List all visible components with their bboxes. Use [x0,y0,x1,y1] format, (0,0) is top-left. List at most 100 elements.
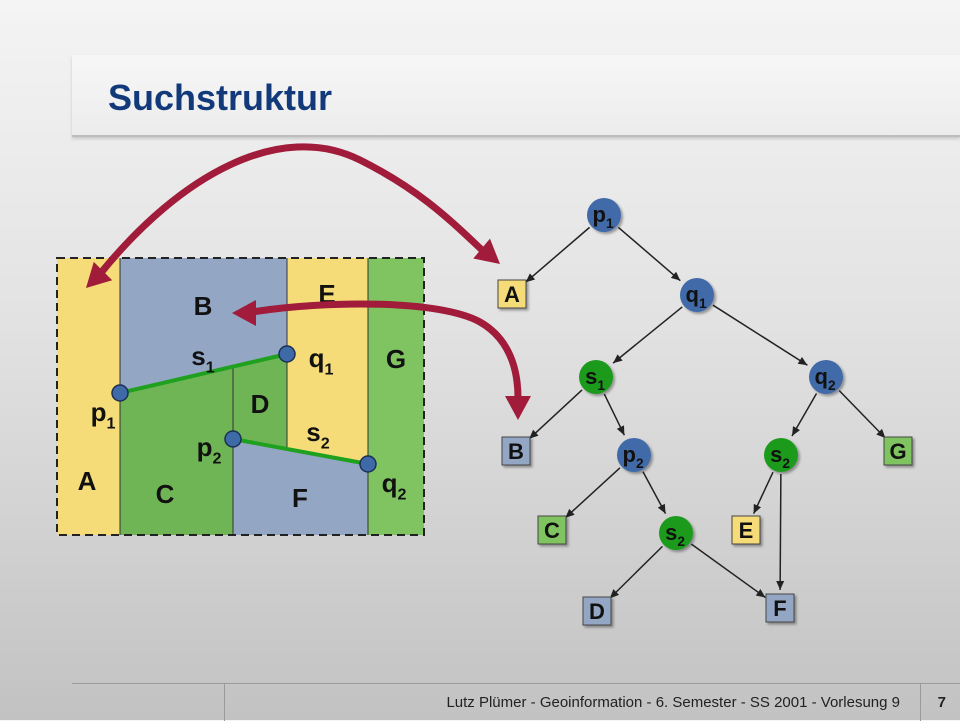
tree-leaf-box [501,436,531,466]
region-label-f: F [292,483,308,513]
region-label-c: C [156,479,175,509]
footer-divider [224,684,225,721]
tree-edge [838,390,886,439]
region-label-d: D [251,389,270,419]
footer-credits: Lutz Plümer - Geoinformation - 6. Semest… [446,694,900,711]
region-d [233,354,287,449]
tree-edge-arrowhead [616,425,625,436]
tree-node-s2-segment: s2 [764,438,798,472]
tree-node-label: p1 [592,202,613,231]
region-e [287,258,368,464]
region-b [120,258,287,393]
footer-divider [920,684,921,721]
endpoint-p1 [111,384,129,402]
tree-edge-arrowhead [755,588,766,598]
tree-node-p2-point: p2 [617,438,651,472]
search-tree: p1 q1 s1 q2 p2 s2 s2 A B G C E D F [497,198,913,626]
correspondence-arrows [86,143,531,420]
arrow-region-b-to-leaf-b [248,300,522,402]
tree-node-circle [579,360,613,394]
tree-edge-arrowhead [657,503,666,514]
tree-leaf-box [883,436,913,466]
endpoint-label-q2: q2 [382,468,407,503]
tree-node-label: p2 [622,442,643,471]
tree-edge [617,226,681,282]
tree-leaf-box [497,279,527,309]
endpoint-q1 [278,345,296,363]
tree-edge [528,389,583,440]
tree-node-label: s2 [770,442,790,471]
tree-leaf-label: C [544,518,560,543]
page-title: Suchstruktur [108,77,333,118]
page-number: 7 [937,694,946,711]
tree-edge-arrowhead [876,428,886,439]
tree-leaf-label: B [508,439,524,464]
tree-node-s2-segment: s2 [659,516,693,550]
endpoint-p2 [224,430,242,448]
tree-leaf-box [731,515,761,545]
tree-edge-arrowhead [529,429,539,439]
arrow-region-a-to-leaf-a [96,143,486,278]
arrow-head [505,396,531,420]
tree-leaf-box [765,593,795,623]
tree-leaf-box [582,596,612,626]
region-label-g: G [386,344,406,374]
footer: Lutz Plümer - Geoinformation - 6. Semest… [72,683,960,721]
tree-node-circle [659,516,693,550]
arrow-head [86,261,113,288]
tree-edge-arrowhead [797,356,808,366]
tree-leaf-label: F [773,596,786,621]
arrow-head [232,300,256,326]
tree-node-circle [680,278,714,312]
endpoint-label-p2: p2 [197,432,222,467]
bounding-box [56,257,425,536]
tree-node-label: q1 [685,282,706,311]
tree-leaf-f: F [765,593,795,623]
segment-s2 [232,437,369,466]
region-c [120,367,233,535]
tree-edge [525,226,591,283]
tree-leaf-label: D [589,599,605,624]
tree-edge [712,304,808,366]
tree-node-circle [617,438,651,472]
tree-node-p1-point: p1 [587,198,621,232]
tree-leaf-g: G [883,436,913,466]
segment-label-s1: s1 [191,341,214,376]
tree-edge-arrowhead [565,508,575,518]
tree-edge [690,543,766,599]
tree-leaf-e: E [731,515,761,545]
tree-edge-arrowhead [670,271,681,281]
tree-edge-arrowhead [753,503,762,514]
tree-edge [609,545,664,599]
endpoint-label-p1: p1 [91,397,116,432]
tree-leaf-c: C [537,515,567,545]
tree-node-circle [809,360,843,394]
tree-node-q2-point: q2 [809,360,843,394]
title-bar: Suchstruktur [72,55,960,137]
region-g [368,258,424,535]
tree-edge-arrowhead [776,580,785,591]
tree-edge-arrowhead [791,426,800,436]
tree-node-q1-point: q1 [680,278,714,312]
tree-leaf-label: A [504,282,520,307]
tree-node-s1-segment: s1 [579,360,613,394]
endpoint-label-q1: q1 [309,343,334,378]
arrow-head [473,238,500,264]
region-f [233,439,368,535]
tree-leaf-label: G [889,439,906,464]
tree-edge-arrowhead [609,589,620,599]
tree-node-circle [764,438,798,472]
tree-node-label: s1 [585,364,605,393]
tree-leaf-b: B [501,436,531,466]
segment-s1 [119,352,288,395]
tree-leaf-label: E [739,518,754,543]
tree-node-label: s2 [665,520,685,549]
tree-node-label: q2 [814,364,835,393]
tree-leaf-a: A [497,279,527,309]
tree-edge [612,306,683,364]
tree-node-circle [587,198,621,232]
segment-label-s2: s2 [306,417,329,452]
region-label-a: A [78,466,97,496]
